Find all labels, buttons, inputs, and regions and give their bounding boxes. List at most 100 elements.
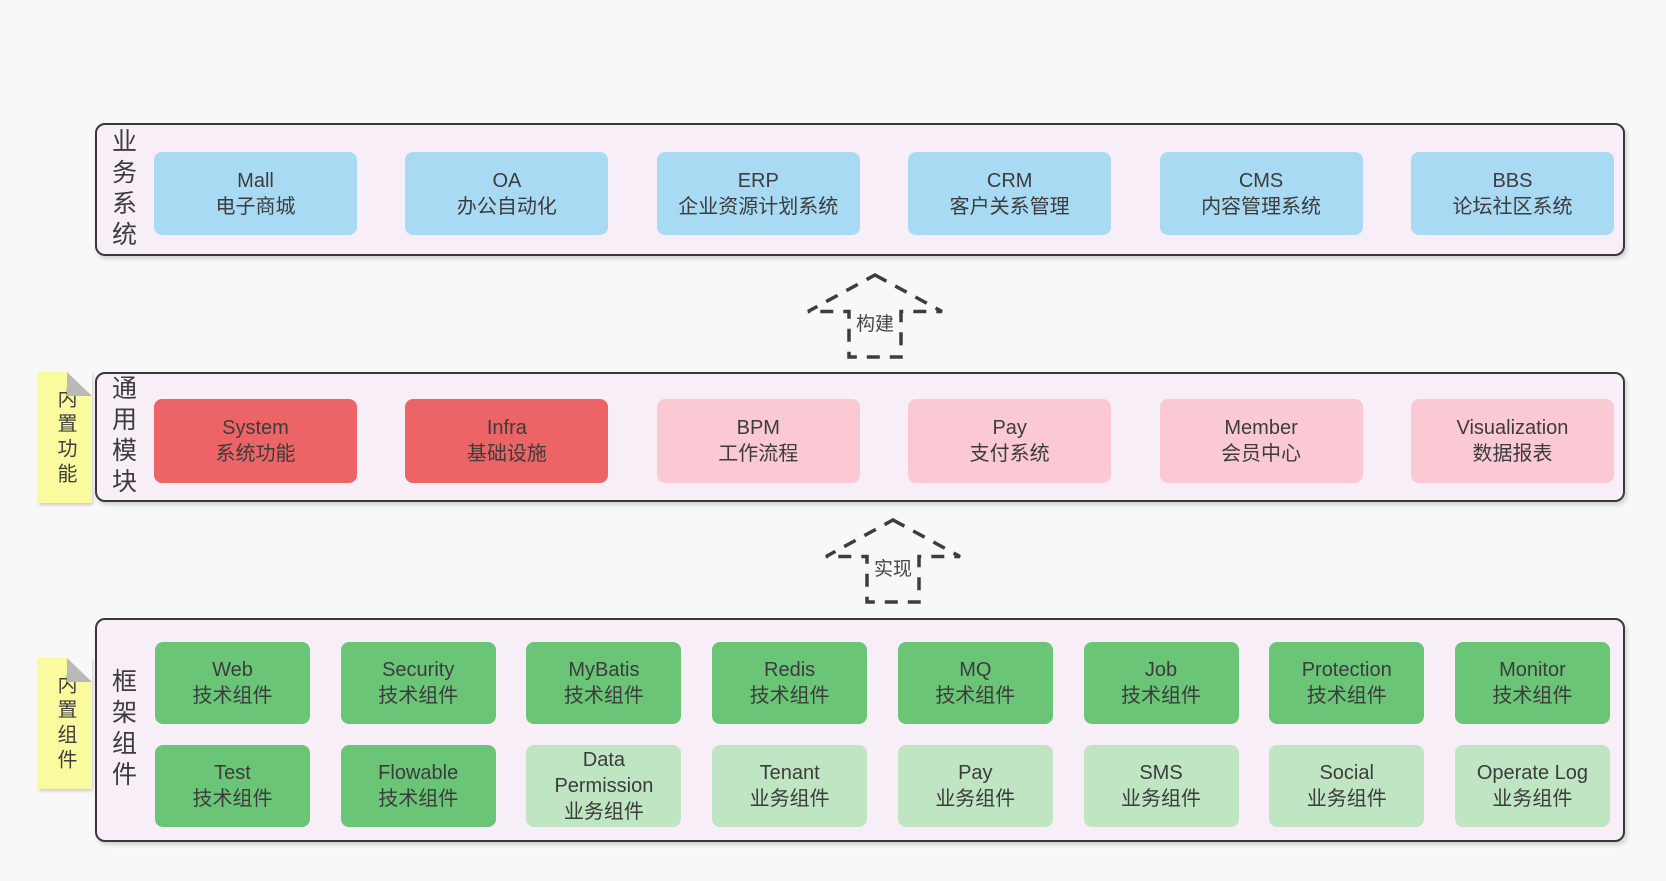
diagram-box-mall: Mall 电子商城 [154, 152, 357, 235]
box-title: Visualization [1456, 417, 1569, 439]
box-subtitle: 业务组件 [563, 801, 644, 823]
realize-arrow-label: 实现 [869, 553, 917, 582]
box-title: Web [212, 659, 253, 681]
box-subtitle: 技术组件 [192, 685, 273, 707]
diagram-box-monitor: Monitor 技术组件 [1454, 642, 1610, 724]
diagram-box-protection: Protection 技术组件 [1269, 642, 1425, 724]
box-subtitle: 技术组件 [749, 685, 830, 707]
box-title: Test [214, 762, 251, 784]
diagram-box-redis: Redis 技术组件 [712, 642, 868, 724]
diagram-box-bpm: BPM 工作流程 [656, 399, 860, 483]
box-subtitle: 电子商城 [215, 195, 296, 218]
box-subtitle: 技术组件 [1121, 685, 1202, 707]
sticky-note-builtin-features: 内置功能 [38, 372, 92, 503]
box-subtitle: 客户关系管理 [949, 195, 1070, 218]
diagram-box-pay: Pay 业务组件 [897, 745, 1053, 827]
box-title: BBS [1492, 169, 1533, 192]
sticky-note-text: 内置功能 [54, 387, 76, 488]
diagram-box-job: Job 技术组件 [1083, 642, 1239, 724]
modules-box-row: System 系统功能 Infra 基础设施 BPM 工作流程 Pay 支付系统 Member 会… [154, 399, 1614, 483]
box-subtitle: 企业资源计划系统 [678, 195, 839, 218]
box-subtitle: 论坛社区系统 [1452, 195, 1573, 218]
diagram-box-tenant: Tenant 业务组件 [712, 745, 868, 827]
folded-corner-icon [67, 372, 92, 396]
box-subtitle: 基础设施 [466, 443, 547, 465]
box-title: SMS [1139, 762, 1183, 784]
layer-label-business: 业务系统 [108, 127, 137, 252]
box-title: Protection [1301, 659, 1392, 681]
box-title: Monitor [1499, 659, 1566, 681]
box-title: MQ [959, 659, 992, 681]
box-subtitle: 办公自动化 [456, 195, 557, 218]
box-subtitle: 业务组件 [1492, 788, 1573, 810]
box-title: Flowable [378, 762, 459, 784]
diagram-box-security: Security 技术组件 [340, 642, 496, 724]
diagram-box-bbs: BBS 论坛社区系统 [1410, 152, 1614, 235]
box-subtitle: 业务组件 [1121, 788, 1202, 810]
box-subtitle: 业务组件 [1306, 788, 1387, 810]
box-title: System [222, 417, 289, 439]
realize-arrow: 实现 [823, 517, 963, 605]
diagram-box-pay: Pay 支付系统 [908, 399, 1112, 483]
sticky-note-builtin-components: 内置组件 [38, 658, 92, 789]
box-subtitle: 技术组件 [378, 685, 459, 707]
box-subtitle: 支付系统 [969, 443, 1050, 465]
diagram-box-test: Test 技术组件 [155, 745, 310, 827]
box-subtitle: 系统功能 [215, 443, 296, 465]
box-subtitle: 会员中心 [1221, 443, 1302, 465]
layer-label-modules: 通用模块 [108, 375, 137, 499]
box-title: Pay [992, 417, 1027, 439]
diagram-box-infra: Infra 基础设施 [405, 399, 609, 483]
box-subtitle: 工作流程 [718, 443, 799, 465]
diagram-box-crm: CRM 客户关系管理 [908, 152, 1112, 235]
box-subtitle: 技术组件 [1492, 685, 1573, 707]
box-subtitle: 技术组件 [563, 685, 644, 707]
diagram-box-sms: SMS 业务组件 [1083, 745, 1239, 827]
box-title: Operate Log [1476, 762, 1589, 784]
box-title: ERP [737, 169, 779, 192]
box-title: OA [492, 169, 522, 192]
box-title: Tenant [759, 762, 820, 784]
box-title: Member [1224, 417, 1298, 439]
box-subtitle: 技术组件 [378, 788, 459, 810]
box-subtitle: 业务组件 [749, 788, 830, 810]
box-title: Security [382, 659, 455, 681]
box-subtitle: 技术组件 [192, 788, 273, 810]
box-title: Data Permission [554, 749, 654, 797]
box-title: CRM [986, 169, 1033, 192]
box-title: BPM [736, 417, 780, 439]
box-title: Mall [237, 169, 274, 192]
build-arrow: 构建 [805, 272, 945, 360]
layer-label-components: 框架组件 [108, 668, 137, 792]
diagram-box-flowable: Flowable 技术组件 [340, 745, 496, 827]
box-title: Redis [764, 659, 816, 681]
box-subtitle: 技术组件 [1306, 685, 1387, 707]
layer-common-modules: 通用模块 System 系统功能 Infra 基础设施 BPM 工作流程 Pay 支付系统 Me… [95, 372, 1625, 502]
diagram-box-member: Member 会员中心 [1159, 399, 1363, 483]
box-title: Pay [958, 762, 993, 784]
box-subtitle: 技术组件 [935, 685, 1016, 707]
build-arrow-label: 构建 [851, 308, 899, 337]
box-title: Job [1144, 659, 1178, 681]
diagram-box-operate-log: Operate Log 业务组件 [1454, 745, 1610, 827]
diagram-box-oa: OA 办公自动化 [405, 152, 609, 235]
folded-corner-icon [67, 658, 92, 682]
box-subtitle: 内容管理系统 [1201, 195, 1322, 218]
box-title: Infra [486, 417, 527, 439]
diagram-box-erp: ERP 企业资源计划系统 [656, 152, 860, 235]
diagram-box-data-permission: Data Permission 业务组件 [526, 745, 682, 827]
diagram-box-system: System 系统功能 [154, 399, 357, 483]
box-subtitle: 业务组件 [935, 788, 1016, 810]
layer-business-systems: 业务系统 Mall 电子商城 OA 办公自动化 ERP 企业资源计划系统 CRM 客户关系管理… [95, 123, 1625, 256]
sticky-note-text: 内置组件 [54, 673, 76, 774]
diagram-box-mq: MQ 技术组件 [897, 642, 1053, 724]
